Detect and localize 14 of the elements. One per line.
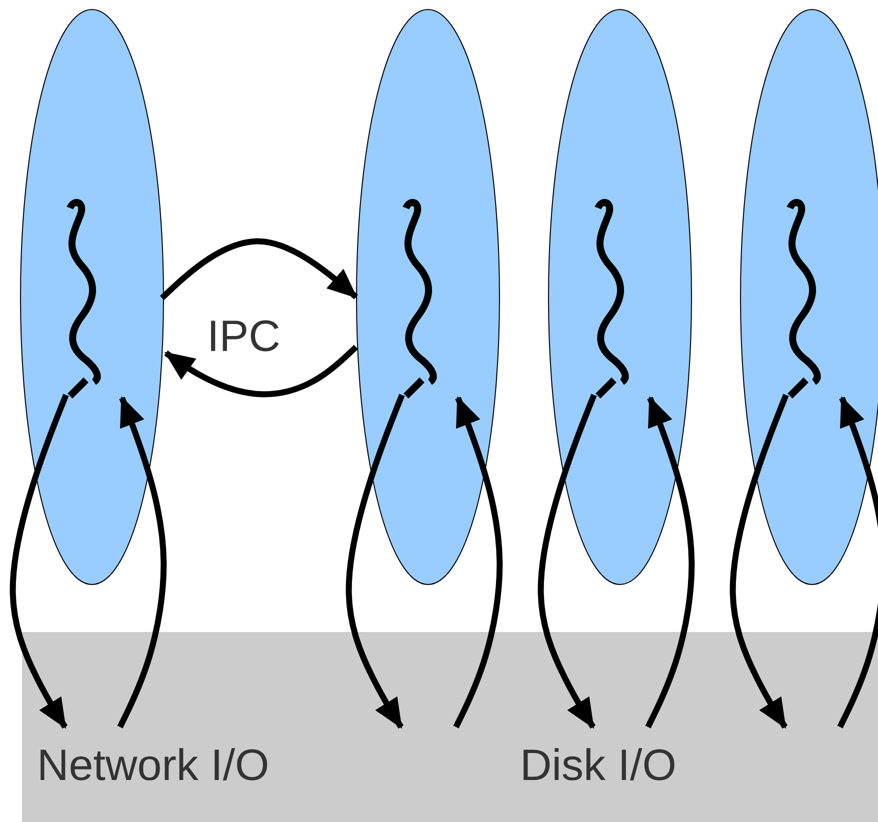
arrow <box>10 394 69 729</box>
io-band <box>22 632 878 822</box>
arrow <box>160 238 358 300</box>
arrow <box>837 396 878 728</box>
arrow <box>346 394 405 729</box>
arrow <box>645 396 695 728</box>
io-label: Network I/O <box>37 744 270 788</box>
arrow <box>164 344 358 398</box>
io-label: Disk I/O <box>520 744 676 788</box>
arrow <box>538 394 597 729</box>
arrow <box>453 396 503 728</box>
ipc-label: IPC <box>207 315 280 359</box>
arrow <box>117 396 167 728</box>
arrow <box>730 394 789 729</box>
